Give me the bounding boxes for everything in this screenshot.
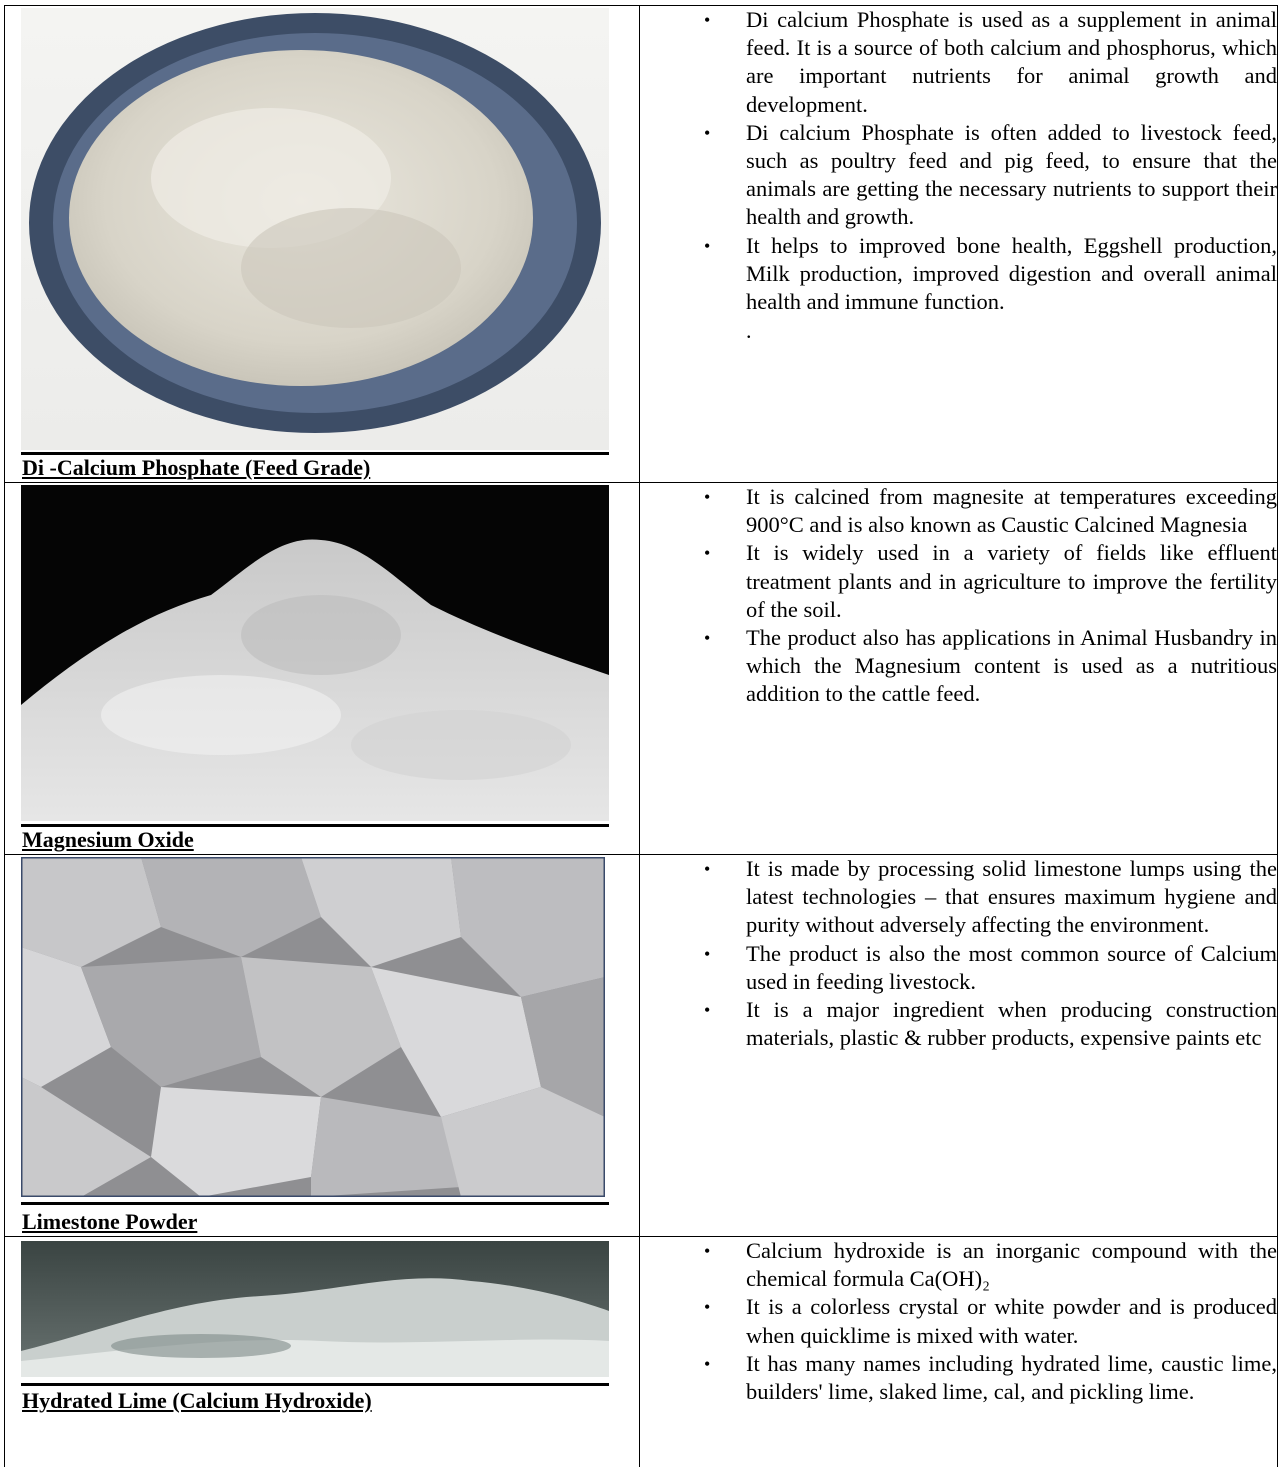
- caption-underline: [21, 1202, 609, 1205]
- product-caption: Limestone Powder: [22, 1209, 198, 1234]
- bullet-icon: •: [704, 1353, 711, 1374]
- product-caption: Magnesium Oxide: [22, 827, 194, 852]
- bullet-icon: •: [704, 543, 711, 564]
- caption-underline: [21, 452, 609, 455]
- list-item: •It is calcined from magnesite at temper…: [704, 484, 1277, 538]
- dicalcium-phosphate-photo: [21, 8, 609, 450]
- list-item: •It is made by processing solid limeston…: [704, 856, 1277, 938]
- bullet-icon: •: [704, 1297, 711, 1318]
- bullet-list: •It is calcined from magnesite at temper…: [640, 483, 1277, 709]
- limestone-photo: [21, 857, 605, 1197]
- list-item: •It is widely used in a variety of field…: [704, 540, 1277, 622]
- bullet-icon: •: [704, 122, 711, 143]
- magnesium-oxide-photo: [21, 485, 609, 821]
- list-item: •Di calcium Phosphate is used as a suppl…: [704, 7, 1277, 117]
- bullet-icon: •: [704, 1241, 711, 1261]
- table-row: Limestone Powder •It is made by processi…: [4, 854, 1278, 1237]
- bullet-icon: •: [704, 859, 711, 879]
- bullet-icon: •: [704, 1000, 711, 1021]
- list-item: •It helps to improved bone health, Eggsh…: [704, 232, 1277, 315]
- table-row: Di -Calcium Phosphate (Feed Grade) •Di c…: [4, 5, 1278, 483]
- table-row: Magnesium Oxide •It is calcined from mag…: [4, 482, 1278, 855]
- caption-underline: [21, 824, 609, 827]
- list-item: •It is a major ingredient when producing…: [704, 997, 1277, 1051]
- hydrated-lime-photo: [21, 1241, 609, 1377]
- product-description-cell: •Di calcium Phosphate is used as a suppl…: [639, 5, 1278, 483]
- product-description-cell: •It is made by processing solid limeston…: [639, 854, 1278, 1237]
- product-description-cell: •It is calcined from magnesite at temper…: [639, 482, 1278, 855]
- bullet-icon: •: [704, 628, 711, 649]
- product-caption: Di -Calcium Phosphate (Feed Grade): [22, 455, 371, 480]
- list-item: •Di calcium Phosphate is often added to …: [704, 119, 1277, 230]
- product-image-cell: Di -Calcium Phosphate (Feed Grade): [4, 5, 640, 483]
- product-image-cell: Limestone Powder: [4, 854, 640, 1237]
- list-item: •Calcium hydroxide is an inorganic compo…: [704, 1238, 1277, 1292]
- list-item: •It has many names including hydrated li…: [704, 1350, 1277, 1405]
- list-item: •The product also has applications in An…: [704, 625, 1277, 707]
- product-caption: Hydrated Lime (Calcium Hydroxide): [22, 1388, 372, 1413]
- product-image-cell: Magnesium Oxide: [4, 482, 640, 855]
- trailing-dot: .: [746, 318, 752, 344]
- bullet-icon: •: [704, 487, 711, 507]
- bullet-icon: •: [704, 10, 711, 30]
- bullet-icon: •: [704, 943, 711, 964]
- list-item: •The product is also the most common sou…: [704, 940, 1277, 994]
- bullet-list: •Di calcium Phosphate is used as a suppl…: [640, 6, 1277, 316]
- product-image-cell: Hydrated Lime (Calcium Hydroxide): [4, 1236, 640, 1467]
- product-description-cell: •Calcium hydroxide is an inorganic compo…: [639, 1236, 1278, 1467]
- list-item: •It is a colorless crystal or white powd…: [704, 1294, 1277, 1348]
- bullet-icon: •: [704, 235, 711, 256]
- table-row: Hydrated Lime (Calcium Hydroxide) •Calci…: [4, 1236, 1278, 1467]
- bullet-list: •It is made by processing solid limeston…: [640, 855, 1277, 1052]
- product-table: Di -Calcium Phosphate (Feed Grade) •Di c…: [4, 5, 1278, 1467]
- bullet-list: •Calcium hydroxide is an inorganic compo…: [640, 1237, 1277, 1406]
- caption-underline: [21, 1383, 609, 1386]
